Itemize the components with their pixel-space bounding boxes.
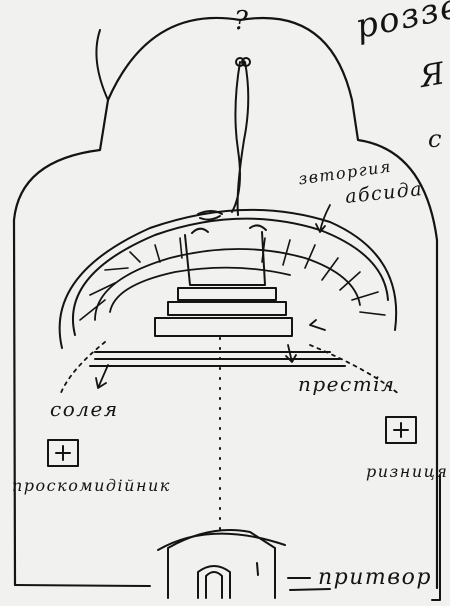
plus-icon (56, 446, 70, 460)
soleas-label: солея (50, 397, 119, 421)
margin-note-3: с (428, 125, 443, 153)
apse-arcs (60, 210, 397, 348)
corner-stroke (96, 30, 108, 100)
top-mark: ? (234, 6, 249, 36)
altar (155, 211, 292, 336)
margin-note-2: Я (417, 56, 448, 95)
vestry-box (386, 417, 416, 443)
soleas-lines (90, 352, 345, 366)
spire-line (232, 62, 248, 215)
prothesis-label: проскомидійник (12, 476, 171, 495)
church-outline-base (15, 585, 330, 590)
prothesis-box (48, 440, 78, 466)
vestry-label: ризниця (366, 462, 448, 481)
altar-table-label: престіл (298, 372, 395, 396)
narthex-label: притвор (318, 565, 432, 590)
narthex-sketch (158, 530, 310, 598)
plus-icon (394, 423, 408, 437)
